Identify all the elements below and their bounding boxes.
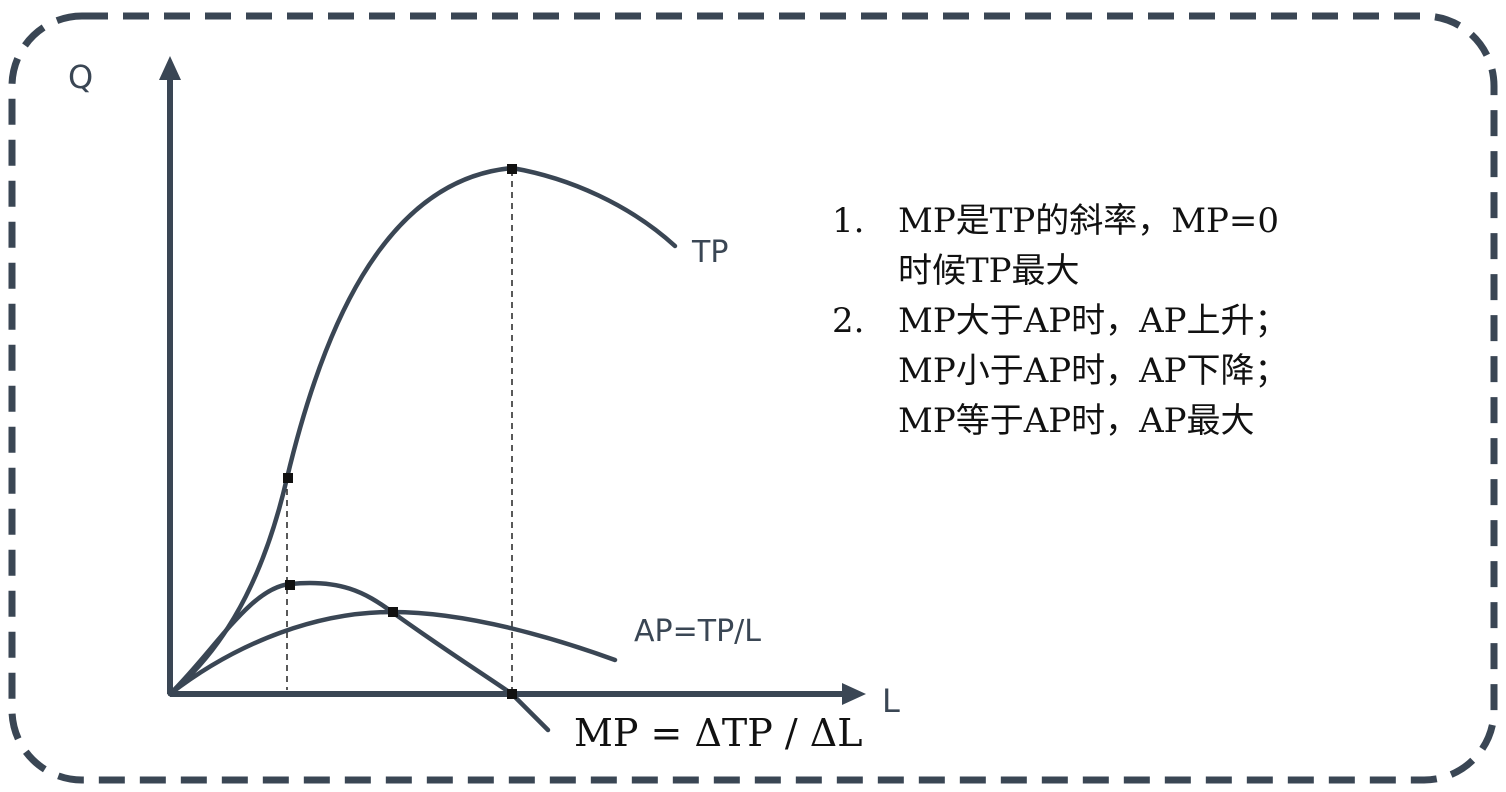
- ap-curve: [167, 609, 618, 697]
- dashed-frame: [8, 12, 1498, 784]
- note-line: 时候TP最大: [898, 251, 1080, 291]
- mp-label: MP = ΔTP / ΔL: [574, 711, 862, 755]
- mp-zero-point: [507, 689, 517, 699]
- x-axis-label: L: [882, 682, 900, 720]
- x-axis-arrow-icon: [842, 683, 866, 705]
- explanation-notes: 1. MP是TP的斜率，MP=0 时候TP最大 2. MP大于AP时，AP上升；…: [832, 196, 1472, 446]
- tp-curve: [167, 165, 678, 697]
- tp-label: TP: [691, 235, 728, 270]
- note-item: 1. MP是TP的斜率，MP=0 时候TP最大: [832, 196, 1472, 296]
- tp-max-point: [507, 164, 517, 174]
- note-item: 2. MP大于AP时，AP上升； MP小于AP时，AP下降； MP等于AP时，A…: [832, 296, 1472, 446]
- mp-ap-intersection-point: [388, 607, 398, 617]
- note-line: MP是TP的斜率，MP=0: [898, 201, 1280, 241]
- y-axis-label: Q: [68, 58, 93, 96]
- note-number: 2.: [832, 301, 865, 341]
- note-line: MP大于AP时，AP上升；: [898, 301, 1289, 341]
- note-lines: MP大于AP时，AP上升； MP小于AP时，AP下降； MP等于AP时，AP最大: [898, 296, 1289, 446]
- mp-curve: [167, 580, 551, 733]
- y-axis-arrow-icon: [159, 56, 181, 80]
- tp-inflection-point: [283, 473, 293, 483]
- ap-label: AP=TP/L: [634, 614, 761, 649]
- mp-max-point: [285, 580, 295, 590]
- note-line: MP等于AP时，AP最大: [898, 401, 1255, 441]
- note-line: MP小于AP时，AP下降；: [898, 351, 1289, 391]
- note-number: 1.: [832, 201, 865, 241]
- note-lines: MP是TP的斜率，MP=0 时候TP最大: [898, 196, 1279, 296]
